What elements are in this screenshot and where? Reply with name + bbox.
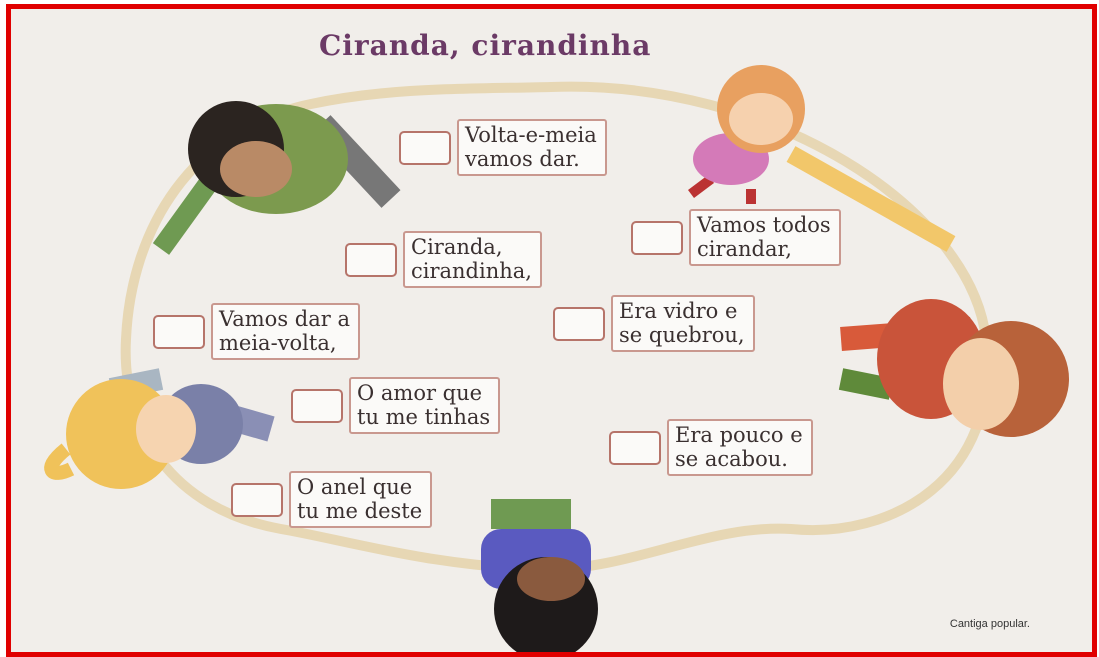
verse-7-text: Era pouco e se acabou. <box>667 419 813 476</box>
verse-8: O anel que tu me deste <box>231 471 433 528</box>
boy-right <box>838 299 1069 437</box>
verse-1: Volta-e-meia vamos dar. <box>399 119 607 176</box>
verse-7-order-box[interactable] <box>609 430 661 465</box>
verse-6-order-box[interactable] <box>291 388 343 423</box>
verse-8-order-box[interactable] <box>231 482 283 517</box>
verse-4: Vamos dar a meia-volta, <box>153 303 360 360</box>
verse-3: Ciranda, cirandinha, <box>345 231 542 288</box>
verse-1-order-box[interactable] <box>399 130 451 165</box>
verse-3-order-box[interactable] <box>345 242 397 277</box>
source-caption: Cantiga popular. <box>949 618 1030 630</box>
verse-1-text: Volta-e-meia vamos dar. <box>457 119 607 176</box>
verse-6: O amor que tu me tinhas <box>291 377 501 434</box>
girl-bottom <box>481 499 598 652</box>
children-circle-illustration <box>44 65 1069 652</box>
verse-5-order-box[interactable] <box>553 306 605 341</box>
verse-6-text: O amor que tu me tinhas <box>349 377 501 434</box>
page-title: Ciranda, cirandinha <box>319 29 652 62</box>
verse-2-text: Vamos todos cirandar, <box>689 209 841 266</box>
girl-left <box>44 368 275 489</box>
verse-4-text: Vamos dar a meia-volta, <box>211 303 360 360</box>
verse-2-order-box[interactable] <box>631 220 683 255</box>
verse-3-text: Ciranda, cirandinha, <box>403 231 542 288</box>
verse-2: Vamos todos cirandar, <box>631 209 841 266</box>
verse-5: Era vidro e se quebrou, <box>553 295 755 352</box>
boy-top-left <box>152 101 401 255</box>
verse-8-text: O anel que tu me deste <box>289 471 433 528</box>
verse-4-order-box[interactable] <box>153 314 205 349</box>
verse-5-text: Era vidro e se quebrou, <box>611 295 755 352</box>
verse-7: Era pouco e se acabou. <box>609 419 813 476</box>
worksheet-frame: Ciranda, cirandinha Volta-e-meia vamos d… <box>6 4 1097 657</box>
girl-top-right <box>688 65 956 252</box>
